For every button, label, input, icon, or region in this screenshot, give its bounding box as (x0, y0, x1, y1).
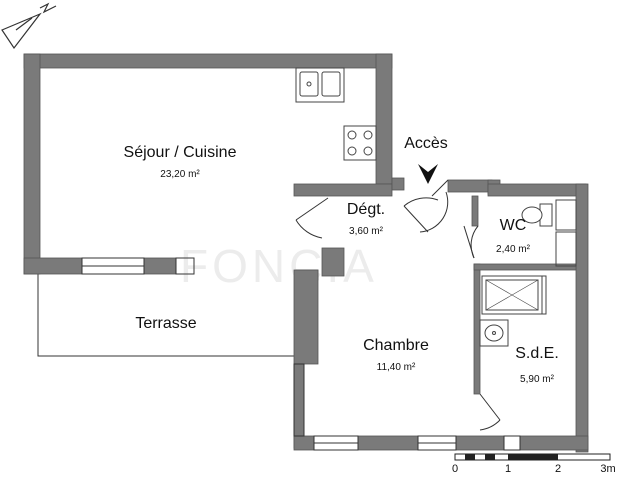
scale-tick-3: 3m (600, 463, 615, 475)
scale-tick-0: 0 (452, 463, 458, 475)
scale-bar: 0 1 2 3m (452, 453, 616, 475)
room-area-degt: 3,60 m² (349, 226, 384, 237)
terrace-outline (37, 270, 296, 357)
walls (23, 53, 589, 453)
scale-tick-2: 2 (555, 463, 561, 475)
cooktop-icon (343, 125, 377, 161)
doors (295, 179, 501, 431)
room-area-chambre: 11,40 m² (377, 362, 416, 373)
room-area-wc: 2,40 m² (496, 244, 531, 255)
window-openings (81, 257, 521, 451)
room-area-sde: 5,90 m² (520, 374, 555, 385)
room-name-terrasse: Terrasse (135, 315, 196, 332)
wc-cabinets (555, 199, 577, 267)
shower-icon (481, 275, 547, 315)
scale-tick-1: 1 (505, 463, 511, 475)
room-name-degt: Dégt. (347, 201, 385, 218)
room-area-sejour: 23,20 m² (160, 169, 200, 180)
watermark: FONCIA (180, 240, 378, 292)
entrance-label: Accès (404, 135, 448, 152)
room-name-wc: WC (500, 217, 527, 234)
kitchen-sink-icon (295, 67, 345, 103)
room-name-sejour: Séjour / Cuisine (124, 144, 237, 161)
north-arrow-icon (1, 2, 57, 50)
toilet-icon (521, 203, 553, 227)
room-name-sde: S.d.E. (515, 345, 559, 362)
washbasin-icon (479, 319, 509, 347)
room-name-chambre: Chambre (363, 337, 429, 354)
entrance-arrow-icon (418, 164, 438, 184)
